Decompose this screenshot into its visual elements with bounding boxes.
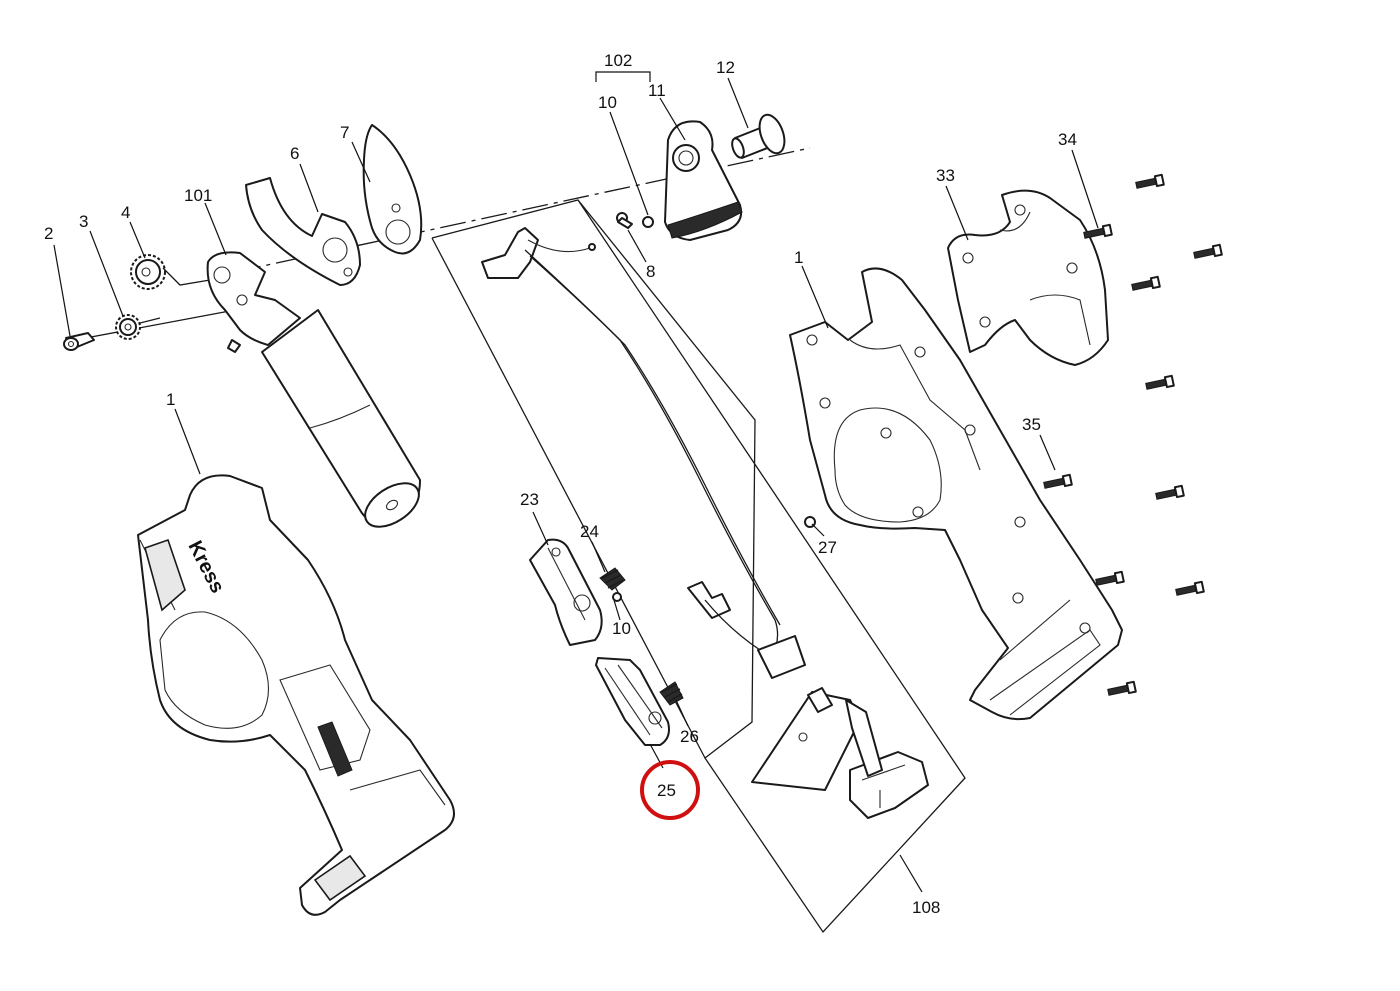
part-12-pin (731, 113, 786, 159)
part-23-trigger-housing (529, 538, 603, 646)
label-10-top: 10 (598, 93, 617, 112)
label-11: 11 (648, 81, 666, 100)
part-7-upper-blade (362, 124, 423, 255)
label-102: 102 (604, 51, 632, 70)
screws-35 (1043, 473, 1205, 696)
label-7: 7 (340, 123, 349, 142)
label-26: 26 (680, 727, 699, 746)
label-2: 2 (44, 224, 53, 243)
label-33: 33 (936, 166, 955, 185)
part-10-pin (612, 592, 622, 602)
label-1-right: 1 (794, 248, 803, 267)
label-25: 25 (657, 781, 676, 800)
part-6-lower-blade (245, 177, 361, 286)
part-8-screw (616, 212, 633, 229)
switch-pcb (751, 687, 929, 819)
screws-34 (1083, 173, 1223, 390)
kit-108-outline (431, 199, 966, 934)
highlight-circle (640, 760, 700, 820)
label-12: 12 (716, 58, 735, 77)
wire-harness (481, 227, 806, 679)
label-35: 35 (1022, 415, 1041, 434)
label-108: 108 (912, 898, 940, 917)
part-3-small-gear (115, 314, 141, 340)
label-3: 3 (79, 212, 88, 231)
label-24: 24 (580, 522, 599, 541)
label-10-mid: 10 (612, 619, 631, 638)
label-8: 8 (646, 262, 655, 281)
part-4-gear (130, 254, 211, 290)
label-23: 23 (520, 490, 539, 509)
label-1-left: 1 (166, 390, 175, 409)
part-26-spring (659, 681, 684, 706)
leader-lines (53, 71, 1099, 893)
label-101: 101 (184, 186, 212, 205)
part-1-right-housing (789, 267, 1123, 721)
label-34: 34 (1058, 130, 1077, 149)
part-2-screw (63, 332, 95, 351)
part-101-head-assembly (206, 251, 421, 528)
part-1-left-housing: Kress (137, 474, 455, 916)
label-4: 4 (121, 203, 130, 222)
part-24-spring (599, 567, 626, 591)
part-25-trigger (595, 657, 670, 746)
part-11-gear-sector (642, 120, 743, 241)
label-27: 27 (818, 538, 837, 557)
part-33-cover (947, 189, 1109, 366)
label-6: 6 (290, 144, 299, 163)
part-labels: 102 10 11 12 34 33 7 6 4 101 3 2 8 1 1 3… (44, 51, 1077, 917)
